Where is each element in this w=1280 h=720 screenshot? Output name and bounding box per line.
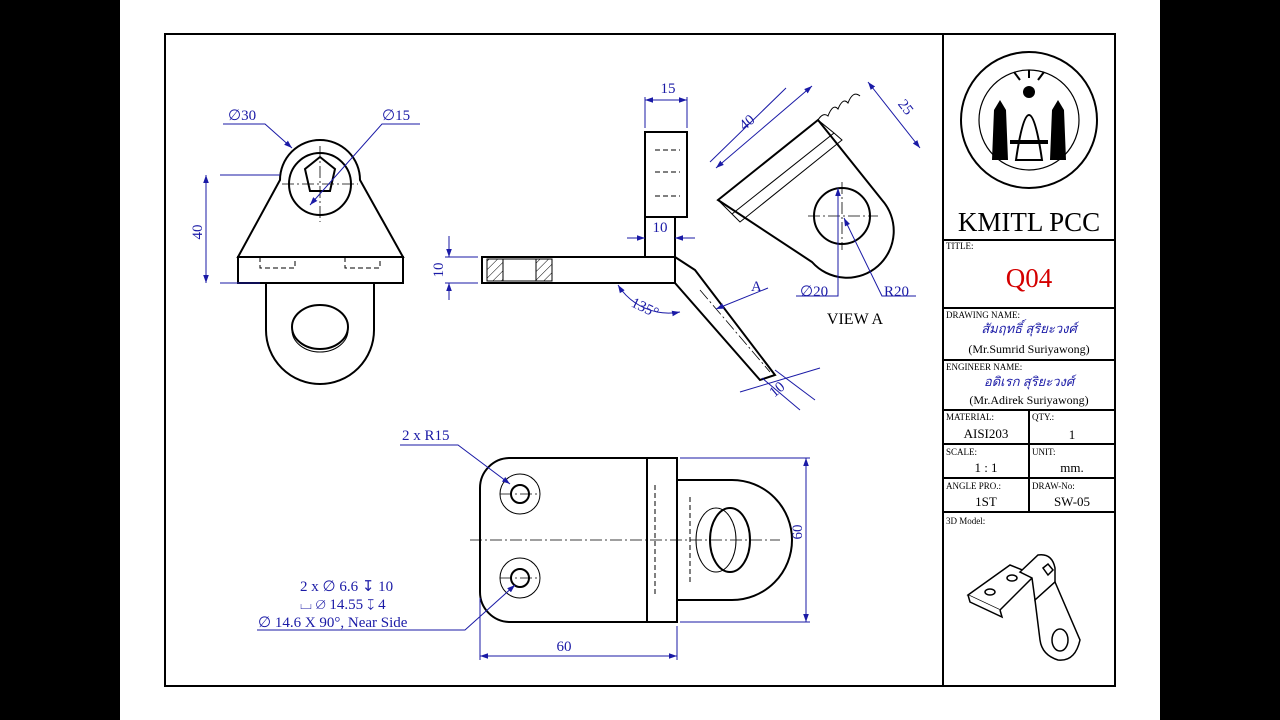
front-dim-hole-large: ∅30 [228,108,256,124]
qty-label: QTY.: [1032,412,1054,422]
side-dim-web: 10 [653,220,668,236]
drawing-name-value: (Mr.Sumrid Suriyawong) [968,342,1089,356]
hole-note-line2: ⌴ ∅ 14.55 ↧ 4 [300,597,386,613]
draw-no-label: DRAW-No: [1032,481,1075,491]
material-value: AISI203 [964,426,1009,441]
engineer-name-value: (Mr.Adirek Suriyawong) [969,393,1088,407]
scale-value: 1 : 1 [974,460,997,475]
engineer-name-signature: อดิเรก สุริยะวงศ์ [984,374,1077,390]
aux-dim-width: 25 [894,97,916,119]
aux-dim-hole: ∅20 [800,284,828,300]
engineer-name-label: ENGINEER NAME: [946,362,1022,372]
kmitl-logo [960,51,1098,189]
front-dim-height: 40 [190,225,206,240]
drawing-sheet: 40 ∅30 ∅15 15 10 10 135° A 10 [120,0,1160,720]
angle-projection-label: ANGLE PRO.: [946,481,1001,491]
auxiliary-view-a: 40 25 ∅20 R20 VIEW A [709,81,921,328]
top-dim-width: 60 [557,639,572,655]
hole-note-line1: 2 x ∅ 6.6 ↧ 10 [300,579,393,595]
front-dim-hole-small: ∅15 [382,108,410,124]
title-value: Q04 [1006,263,1053,293]
side-view: 15 10 10 135° A 10 [431,81,821,411]
model-label: 3D Model: [946,516,985,526]
side-dim-angle: 135° [628,295,661,322]
view-a-label: VIEW A [827,311,884,328]
angle-projection-value: 1ST [975,494,997,509]
side-view-arrow-label: A [751,279,762,295]
scale-label: SCALE: [946,447,977,457]
hole-note-line3: ∅ 14.6 X 90°, Near Side [258,615,408,631]
qty-value: 1 [1069,427,1076,442]
side-dim-top: 15 [661,81,676,97]
unit-label: UNIT: [1032,447,1056,457]
material-label: MATERIAL: [946,412,994,422]
top-callout-radius: 2 x R15 [402,428,450,444]
side-dim-thickness: 10 [431,263,447,278]
unit-value: mm. [1060,460,1083,475]
top-view: 60 60 2 x R15 2 x ∅ 6.6 ↧ 10 ⌴ ∅ 14.55 ↧… [257,428,810,660]
title-block: KMITL PCC TITLE: Q04 DRAWING NAME: สัมฤท… [943,51,1115,661]
front-view: 40 ∅30 ∅15 [190,108,420,385]
drawing-name-label: DRAWING NAME: [946,310,1020,320]
3d-model-thumbnail [966,554,1081,661]
title-label: TITLE: [946,241,974,251]
school-name: KMITL PCC [958,207,1100,237]
top-dim-height: 60 [790,525,806,540]
aux-dim-length: 40 [737,112,759,134]
aux-dim-radius: R20 [884,284,909,300]
draw-no-value: SW-05 [1054,494,1090,509]
drawing-name-signature: สัมฤทธิ์ สุริยะวงศ์ [981,319,1080,337]
